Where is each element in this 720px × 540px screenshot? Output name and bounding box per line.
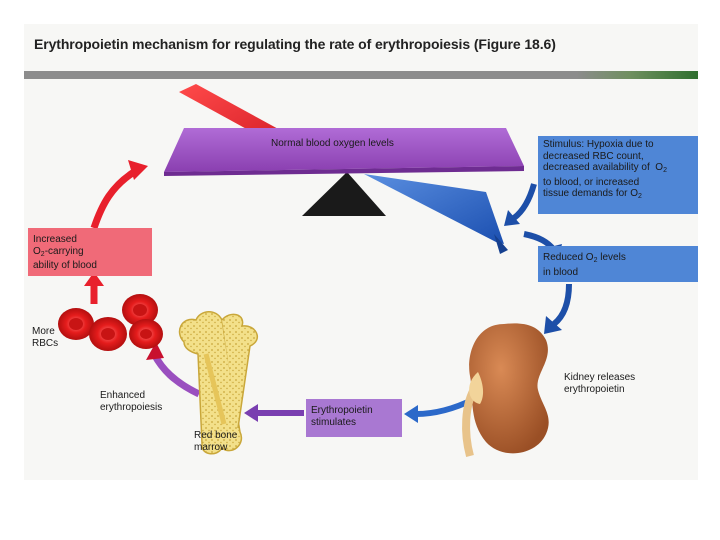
erythropoietin-stimulates-box: Erythropoietin stimulates bbox=[306, 399, 402, 437]
red-arrowhead-up bbox=[128, 160, 148, 180]
adrenal bbox=[469, 372, 484, 404]
stimulus-line-4: to blood, or increased bbox=[543, 176, 640, 188]
purple-arrowhead-to-rbcs bbox=[146, 342, 164, 360]
fulcrum bbox=[302, 172, 386, 216]
reduced-line-1: Reduced O2 levels bbox=[543, 252, 626, 264]
blue-arrow-from-stimulus bbox=[512, 183, 537, 221]
red-arrow-up bbox=[90, 169, 136, 230]
balance-label: Normal blood oxygen levels bbox=[271, 138, 394, 149]
enhanced-erythropoiesis-label: Enhanced erythropoiesis bbox=[100, 390, 163, 413]
red-arrowhead-rbcs bbox=[84, 272, 104, 286]
reduced-line-2: in blood bbox=[543, 266, 579, 278]
stimulus-line-2: decreased RBC count, bbox=[543, 150, 644, 162]
kidney-illustration bbox=[469, 323, 549, 454]
blue-arrowhead-to-epo bbox=[404, 405, 418, 423]
reduced-o2-box: Reduced O2 levels in blood bbox=[538, 246, 698, 282]
blue-balance-bar-side bbox=[494, 234, 508, 254]
purple-balance-board bbox=[164, 128, 524, 172]
red-blood-cells bbox=[58, 294, 163, 351]
purple-arrowhead-to-marrow bbox=[244, 404, 258, 422]
slide-title: Erythropoietin mechanism for regulating … bbox=[34, 36, 556, 52]
title-underline-bar bbox=[24, 71, 698, 79]
stimulus-line-1: Stimulus: Hypoxia due to bbox=[543, 139, 654, 150]
purple-board-edge bbox=[164, 166, 524, 176]
blue-arrowhead-kidney bbox=[544, 316, 562, 334]
kidney-label: Kidney releases erythropoietin bbox=[564, 372, 636, 395]
purple-arrow-to-rbcs bbox=[150, 352, 201, 398]
stimulus-line-5: tissue demands for O2 bbox=[543, 188, 642, 200]
red-bone-marrow-illustration bbox=[178, 311, 259, 455]
blue-balance-bar bbox=[364, 174, 504, 244]
blue-arrowhead-stimulus bbox=[504, 210, 520, 226]
slide: Erythropoietin mechanism for regulating … bbox=[24, 24, 698, 480]
increased-o2-box: Increased O2-carrying ability of blood bbox=[28, 228, 152, 276]
more-rbcs-label: More RBCs bbox=[32, 326, 59, 349]
stimulus-line-3: decreased availability of O2 bbox=[543, 162, 667, 174]
marrow-label: Red bone marrow bbox=[194, 430, 238, 453]
blue-arrow-to-kidney bbox=[551, 283, 572, 327]
stimulus-box: Stimulus: Hypoxia due to decreased RBC c… bbox=[538, 136, 698, 214]
